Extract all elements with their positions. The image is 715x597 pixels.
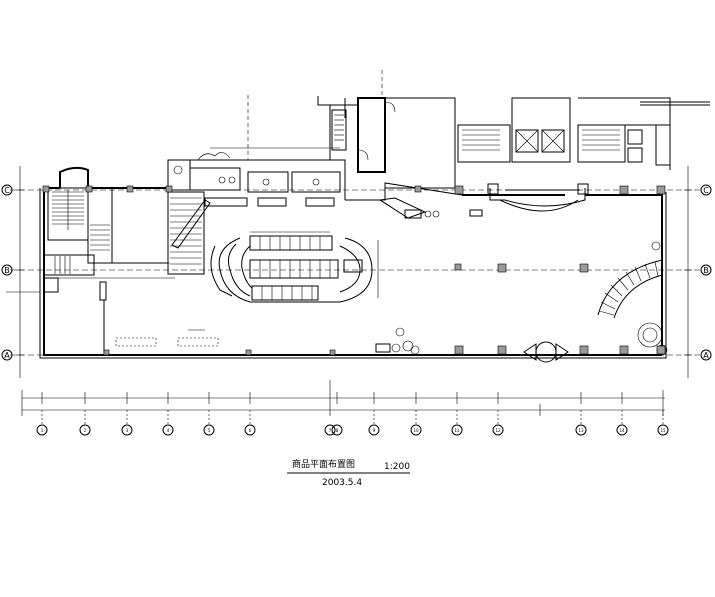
row-label-a-right: A <box>703 351 709 360</box>
room-annotations <box>6 231 330 347</box>
row-label-c-right: C <box>703 186 709 195</box>
column-label-3: 3 <box>126 428 129 433</box>
column-label-9: 9 <box>373 428 376 433</box>
column-label-11: 11 <box>454 428 460 433</box>
central-stair <box>167 147 341 275</box>
column-label-8: 8 <box>336 428 339 433</box>
right-lounge <box>375 183 668 363</box>
row-label-c: C <box>4 186 10 195</box>
column-label-15: 15 <box>660 428 666 433</box>
column-label-12: 12 <box>495 428 501 433</box>
row-label-a: A <box>4 351 10 360</box>
drawing-scale: 1:200 <box>384 462 410 472</box>
column-label-13: 13 <box>578 428 584 433</box>
drawing-date: 2003.5.4 <box>322 478 362 488</box>
display-island <box>210 235 379 303</box>
column-label-4: 4 <box>167 428 170 433</box>
column-axis-markers: 1 2 3 4 5 6 7 8 9 10 11 12 13 14 15 <box>36 424 669 436</box>
column-label-2: 2 <box>84 428 87 433</box>
row-label-b-right: B <box>703 266 709 275</box>
column-label-14: 14 <box>619 428 625 433</box>
title-block: 商品平面布置图 1:200 2003.5.4 <box>287 458 410 488</box>
dimension-lines <box>21 380 665 424</box>
row-label-b: B <box>4 266 10 275</box>
column-label-5: 5 <box>208 428 211 433</box>
service-cores <box>331 101 671 166</box>
column-label-10: 10 <box>413 428 419 433</box>
structural-columns <box>42 185 666 356</box>
column-label-1: 1 <box>41 428 44 433</box>
column-label-6: 6 <box>249 428 252 433</box>
column-label-7: 7 <box>329 428 332 433</box>
drawing-title: 商品平面布置图 <box>292 458 355 470</box>
row-axis-markers: C B A C B A <box>1 166 712 378</box>
left-stair-block <box>43 187 175 355</box>
grid-lines <box>10 70 700 356</box>
